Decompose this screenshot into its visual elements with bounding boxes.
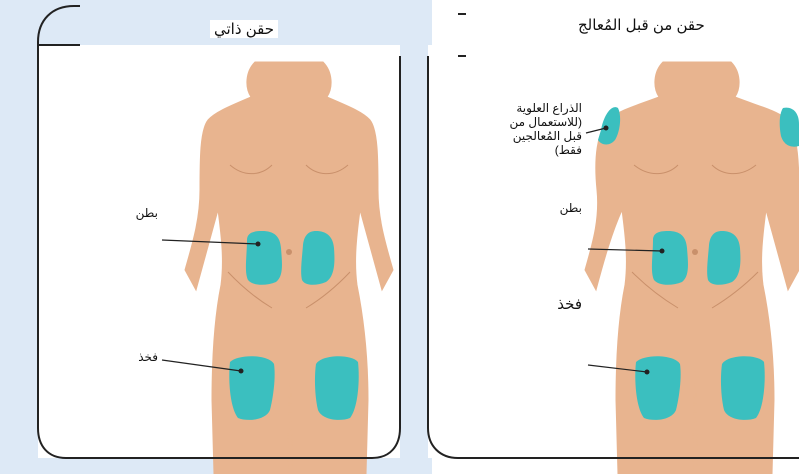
caregiver-navel	[692, 249, 698, 255]
caregiver-upper-arm-label-line-1: الذراع العلوية	[462, 101, 582, 115]
caregiver-abdomen-label: بطن	[500, 201, 582, 215]
caregiver-upper-arm-label-line-3: قبل المُعالجين	[462, 129, 582, 143]
self-injection-navel	[286, 249, 292, 255]
caregiver-upper-arm-dot	[604, 126, 609, 131]
self-injection-thigh-site-left	[229, 356, 274, 420]
caregiver-thigh-site-right	[721, 356, 765, 420]
self-injection-thigh-dot	[239, 369, 244, 374]
caregiver-title: حقن من قبل المُعالج	[574, 16, 709, 34]
caregiver-abdomen-site-left	[652, 231, 688, 285]
self-injection-thigh-site-right	[315, 356, 359, 420]
self-injection-thigh-label: فخذ	[110, 350, 158, 364]
caregiver-thigh-label: فخذ	[510, 298, 582, 312]
caregiver-thigh-dot	[645, 370, 650, 375]
self-injection-abdomen-dot	[256, 242, 261, 247]
self-injection-abdomen-label: بطن	[112, 206, 158, 220]
self-injection-abdomen-site-right	[301, 231, 334, 285]
caregiver-upper-arm-label: الذراع العلوية (للاستعمال من قبل المُعال…	[462, 101, 582, 157]
caregiver-thigh-site-left	[635, 356, 680, 420]
caregiver-upper-arm-label-line-2: (للاستعمال من	[462, 115, 582, 129]
caregiver-upper-arm-label-line-4: فقط)	[462, 143, 582, 157]
caregiver-abdomen-site-right	[707, 231, 740, 285]
self-injection-abdomen-site-left	[246, 231, 282, 285]
self-injection-title: حقن ذاتي	[210, 20, 278, 38]
caregiver-abdomen-dot	[660, 249, 665, 254]
